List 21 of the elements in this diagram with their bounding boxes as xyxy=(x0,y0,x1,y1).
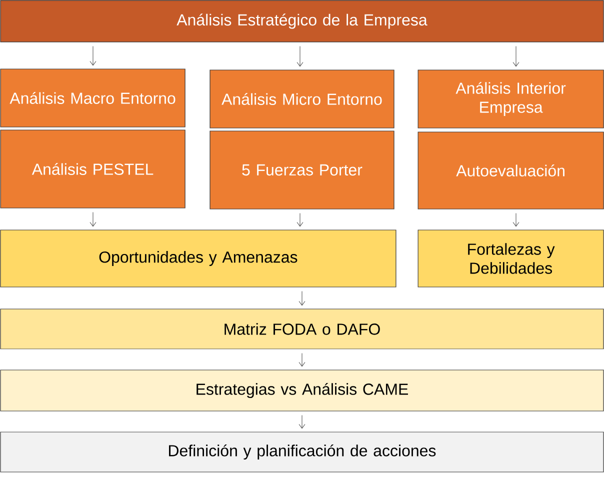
arrow xyxy=(296,213,304,227)
process-box: Definición y planificación de acciones xyxy=(0,432,604,472)
arrow xyxy=(512,213,520,227)
arrow xyxy=(298,291,306,306)
category-box: Análisis Macro Entorno xyxy=(0,68,186,128)
category-box: Análisis Micro Entorno xyxy=(210,70,394,128)
category-box: Análisis Interior Empresa xyxy=(418,70,604,128)
process-box: Matriz FODA o DAFO xyxy=(0,308,604,350)
method-box: 5 Fuerzas Porter xyxy=(210,130,394,210)
method-box: Análisis PESTEL xyxy=(0,130,186,208)
method-box: Autoevaluación xyxy=(418,132,604,210)
title-bar: Análisis Estratégico de la Empresa xyxy=(0,0,604,42)
arrow xyxy=(296,46,304,67)
arrow xyxy=(512,46,520,67)
arrow xyxy=(90,46,96,66)
arrow xyxy=(298,353,306,367)
process-box: Estrategias vs Análisis CAME xyxy=(0,370,604,412)
arrow xyxy=(90,212,96,227)
result-box: Oportunidades y Amenazas xyxy=(0,230,396,288)
result-box: Fortalezas y Debilidades xyxy=(418,230,604,288)
arrow xyxy=(298,415,306,429)
